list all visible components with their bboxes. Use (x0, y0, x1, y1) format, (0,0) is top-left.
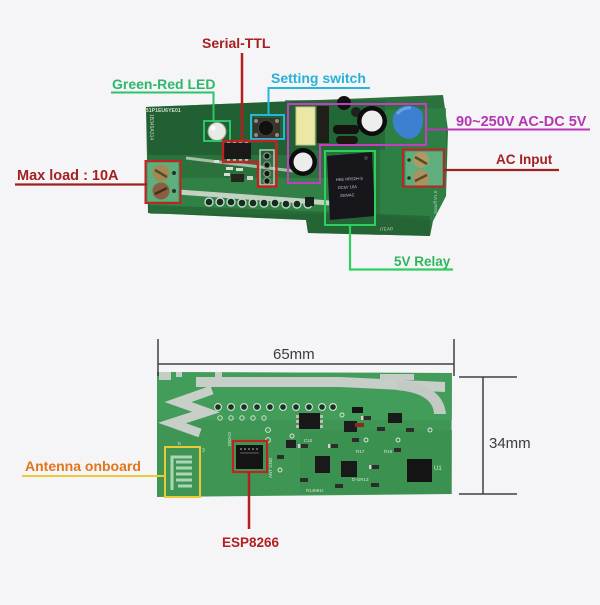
svg-text:Max load : 10A: Max load : 10A (17, 168, 119, 184)
svg-text:Sonoff V1.0: Sonoff V1.0 (433, 190, 438, 214)
svg-text:250VAC: 250VAC (340, 192, 355, 198)
svg-text:ITEAD: ITEAD (380, 226, 394, 232)
svg-text:D-GR13: D-GR13 (352, 477, 369, 482)
svg-text:65mm: 65mm (273, 346, 315, 363)
svg-text:R14MHz: R14MHz (306, 488, 324, 493)
svg-text:R17: R17 (356, 449, 365, 454)
svg-text:5V Relay: 5V Relay (394, 254, 451, 269)
svg-text:Antenna onboard: Antenna onboard (25, 458, 141, 474)
svg-text:U1: U1 (434, 466, 442, 472)
svg-text:CH340: CH340 (227, 432, 232, 447)
svg-text:B1P1EU6YE01: B1P1EU6YE01 (145, 108, 181, 114)
svg-text:HKE HRS2H-S: HKE HRS2H-S (336, 176, 363, 182)
svg-text:Green-Red LED: Green-Red LED (112, 76, 215, 92)
svg-text:AC Input: AC Input (496, 152, 553, 167)
svg-text:DC5V 10A: DC5V 10A (338, 184, 357, 190)
svg-text:3: 3 (202, 448, 205, 454)
svg-text:Serial-TTL: Serial-TTL (202, 35, 271, 51)
svg-text:R16: R16 (384, 449, 393, 454)
svg-text:C10: C10 (304, 438, 313, 443)
svg-text:90~250V AC-DC 5V: 90~250V AC-DC 5V (456, 114, 587, 130)
svg-text:E: E (178, 441, 181, 446)
svg-text:ANT GND: ANT GND (268, 457, 273, 478)
svg-text:34mm: 34mm (489, 435, 531, 452)
svg-text:Setting switch: Setting switch (271, 70, 366, 86)
svg-text:1B349A314: 1B349A314 (148, 114, 154, 140)
svg-text:ESP8266: ESP8266 (222, 535, 280, 550)
